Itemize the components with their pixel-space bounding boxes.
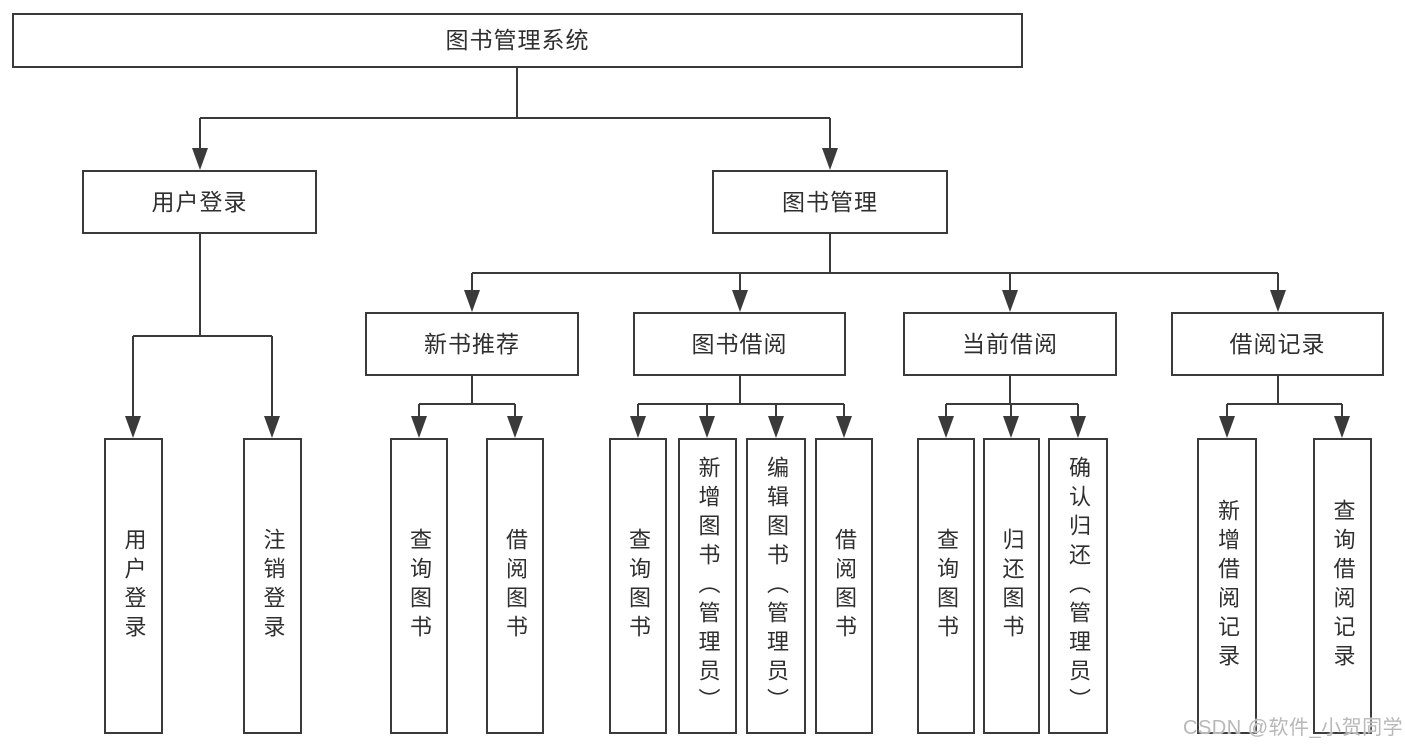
arrowhead [822, 148, 838, 170]
arrowhead [1219, 416, 1235, 438]
arrowhead [1270, 290, 1286, 312]
arrowhead [411, 416, 427, 438]
node-user-login-action: 用户登录 [104, 438, 163, 734]
arrowhead [125, 416, 141, 438]
connector-root-to-level2 [192, 68, 838, 170]
node-label: 图书借阅 [691, 330, 788, 357]
arrowhead [732, 290, 748, 312]
arrowhead [1334, 416, 1350, 438]
node-label: 图书管理系统 [445, 27, 590, 53]
node-borrowing-records: 借阅记录 [1171, 312, 1384, 376]
node-current-borrowing: 当前借阅 [903, 312, 1117, 376]
node-cb-confirm-return-admin: 确认归还（管理员） [1048, 438, 1108, 734]
node-br-add-record: 新增借阅记录 [1197, 438, 1257, 734]
node-label: 注销登录 [260, 528, 286, 644]
node-br-query-record: 查询借阅记录 [1313, 438, 1372, 734]
node-new-book-recommendation: 新书推荐 [365, 312, 579, 376]
node-label: 用户登录 [151, 188, 248, 215]
node-label: 借阅图书 [503, 528, 528, 644]
arrowhead [768, 416, 784, 438]
node-label: 新书推荐 [424, 330, 520, 357]
node-logout-action: 注销登录 [243, 438, 302, 734]
connector-bookmgmt-children [464, 234, 1286, 312]
node-nbr-borrow-books: 借阅图书 [486, 438, 544, 734]
node-bb-query-books: 查询图书 [609, 438, 667, 734]
connector-bookborrow-children [630, 376, 852, 438]
node-user-login: 用户登录 [82, 170, 317, 234]
arrowhead [1003, 416, 1019, 438]
connector-newbookrec-children [411, 376, 523, 438]
node-label: 新增借阅记录 [1215, 499, 1240, 673]
csdn-watermark: CSDN @软件_小贺同学 [1183, 717, 1404, 739]
node-label: 查询图书 [934, 528, 959, 644]
node-library-management-system: 图书管理系统 [12, 13, 1023, 68]
arrowhead [630, 416, 646, 438]
node-label: 用户登录 [121, 528, 147, 644]
arrowhead [192, 148, 208, 170]
node-label: 新增图书（管理员） [695, 455, 721, 717]
arrowhead [264, 416, 280, 438]
node-label: 归还图书 [999, 528, 1025, 644]
node-label: 当前借阅 [962, 330, 1058, 357]
node-label: 查询借阅记录 [1330, 499, 1356, 673]
node-label: 编辑图书（管理员） [764, 455, 789, 717]
node-nbr-query-books: 查询图书 [390, 438, 448, 734]
node-label: 确认归还（管理员） [1066, 455, 1091, 717]
arrowhead [1002, 290, 1018, 312]
connector-currentborrow-children [938, 376, 1086, 438]
node-cb-return-books: 归还图书 [983, 438, 1040, 734]
arrowhead [699, 416, 715, 438]
connector-userlogin-children [125, 234, 280, 438]
node-label: 查询图书 [626, 528, 651, 644]
node-bb-add-books-admin: 新增图书（管理员） [678, 438, 737, 734]
node-cb-query-books: 查询图书 [917, 438, 975, 734]
arrowhead [507, 416, 523, 438]
arrowhead [836, 416, 852, 438]
node-label: 查询图书 [407, 528, 432, 644]
node-book-management: 图书管理 [712, 170, 948, 234]
node-book-borrowing: 图书借阅 [633, 312, 846, 376]
node-bb-borrow-books: 借阅图书 [815, 438, 873, 734]
connector-borrowrecords-children [1219, 376, 1350, 438]
node-label: 借阅图书 [832, 528, 857, 644]
arrowhead [938, 416, 954, 438]
arrowhead [1070, 416, 1086, 438]
node-label: 图书管理 [782, 188, 878, 215]
node-bb-edit-books-admin: 编辑图书（管理员） [746, 438, 806, 734]
arrowhead [464, 290, 480, 312]
node-label: 借阅记录 [1229, 330, 1326, 357]
